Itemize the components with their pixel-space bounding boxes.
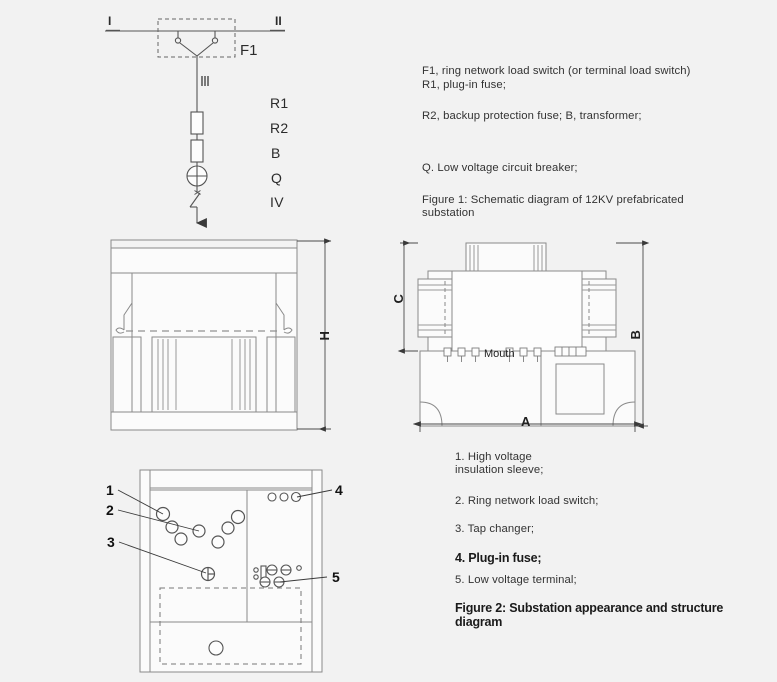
plan-dashed-base — [159, 587, 302, 665]
callout-number-1: 1 — [106, 482, 114, 498]
plan-bottom-fitting — [208, 640, 224, 656]
side-access-panel — [555, 363, 605, 415]
dimension-a-label: A — [521, 414, 531, 429]
contact-left — [174, 37, 182, 44]
legend-item4: 4. Plug-in fuse; — [455, 551, 542, 565]
legend-item3: 3. Tap changer; — [455, 523, 535, 535]
schematic-circuit — [105, 18, 285, 228]
label-r1: R1 — [270, 95, 289, 111]
callout-number-5: 5 — [332, 569, 340, 585]
bus-right-label: II — [275, 14, 282, 28]
side-left-radiator — [417, 278, 453, 338]
legend-item2: 2. Ring network load switch; — [455, 495, 599, 507]
front-view-drawing — [110, 239, 298, 431]
fuse-r1 — [190, 111, 204, 135]
front-top-band — [110, 247, 298, 274]
dimension-b-label: B — [628, 330, 644, 340]
legend-r2-line: R2, backup protection fuse; B, transform… — [422, 110, 642, 122]
leader-2 — [117, 509, 200, 532]
legend-item1-line1: 1. High voltage — [455, 451, 532, 463]
f1-enclosure — [157, 18, 236, 58]
transformer-b — [186, 165, 208, 187]
bus-left-label: I — [108, 14, 112, 28]
leader-1 — [117, 489, 164, 515]
leader-5 — [279, 576, 328, 583]
side-lv-terminals — [554, 346, 587, 357]
breaker-q — [189, 192, 201, 208]
label-b: B — [271, 145, 281, 161]
label-q: Q — [271, 170, 283, 186]
label-iv: IV — [270, 194, 284, 210]
legend-q-line: Q. Low voltage circuit breaker; — [422, 162, 578, 174]
plan-tap-changer — [200, 566, 216, 582]
callout-number-2: 2 — [106, 502, 114, 518]
side-turret — [465, 242, 547, 272]
plan-components — [155, 506, 246, 582]
branch-tick-marks — [201, 76, 209, 86]
figure2-caption-line1: Figure 2: Substation appearance and stru… — [455, 601, 724, 615]
legend-f1-line: F1, ring network load switch (or termina… — [422, 65, 691, 77]
plan-callout-leaders — [117, 489, 333, 583]
front-outer-shell — [110, 239, 298, 431]
legend-r1-line: R1, plug-in fuse; — [422, 79, 506, 91]
leader-4 — [296, 489, 333, 498]
dimension-c-label: C — [391, 294, 407, 304]
fuse-r2 — [190, 139, 204, 163]
legend-item1-line2: insulation sleeve; — [455, 464, 544, 476]
front-right-panel — [266, 336, 296, 413]
front-core-block — [151, 336, 257, 413]
side-view-drawing — [417, 242, 636, 427]
plan-view-drawing — [139, 469, 323, 673]
figure1-caption-line1: Figure 1: Schematic diagram of 12KV pref… — [422, 194, 684, 206]
callout-number-4: 4 — [335, 482, 343, 498]
leader-3 — [118, 541, 207, 574]
mouth-label: Mouth — [484, 348, 515, 360]
plan-outer-frame — [139, 469, 323, 673]
plan-plugin-fuses — [267, 491, 302, 503]
plan-lv-terminal-cluster — [253, 564, 302, 588]
figure1-caption-line2: substation — [422, 207, 475, 219]
figure2-caption-line2: diagram — [455, 615, 503, 629]
f1-label: F1 — [240, 42, 258, 59]
callout-number-3: 3 — [107, 534, 115, 550]
side-right-radiator — [581, 278, 617, 338]
legend-item5: 5. Low voltage terminal; — [455, 574, 577, 586]
front-left-panel — [112, 336, 142, 413]
dimension-h-label: H — [317, 331, 333, 341]
contact-right — [211, 37, 219, 44]
side-main-tank — [427, 270, 607, 352]
label-r2: R2 — [270, 120, 289, 136]
